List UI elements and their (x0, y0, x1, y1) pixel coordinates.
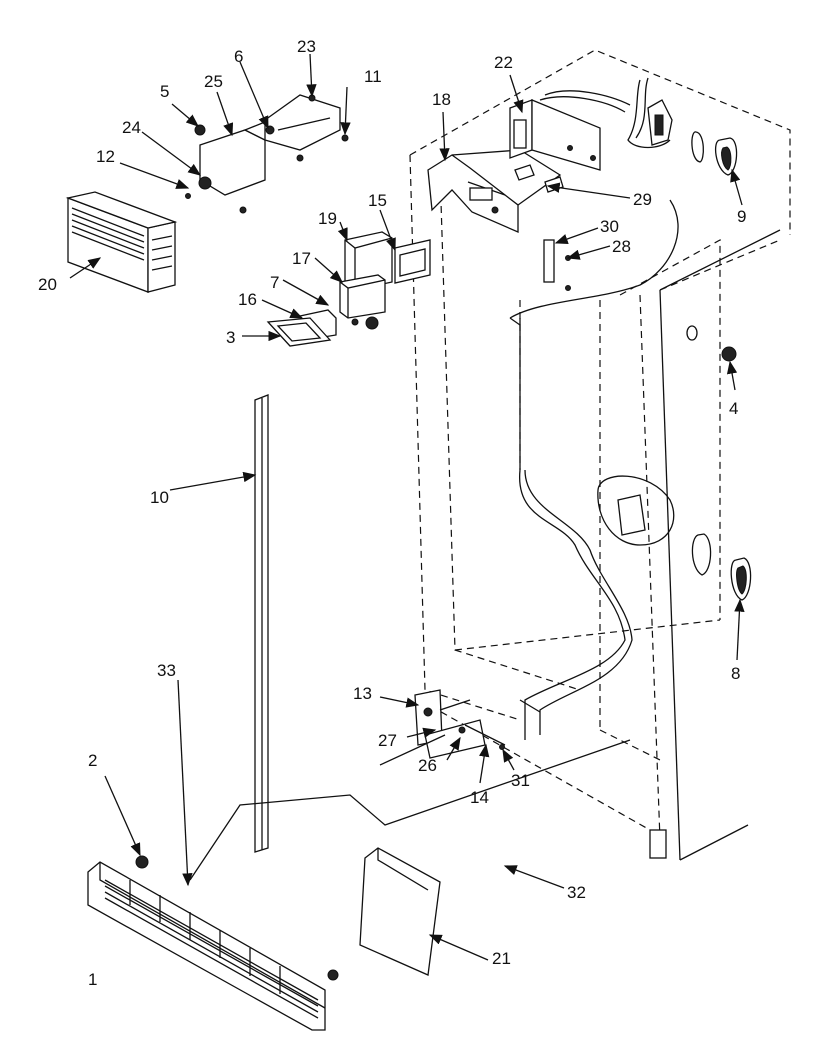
callout-26: 26 (418, 756, 437, 775)
callout-27: 27 (378, 731, 397, 750)
callout-21: 21 (492, 949, 511, 968)
callout-22: 22 (494, 53, 513, 72)
callout-7: 7 (270, 273, 279, 292)
cabinet-side-panel (649, 229, 781, 861)
callout-9: 9 (737, 207, 746, 226)
callout-5: 5 (160, 82, 169, 101)
callout-16: 16 (238, 290, 257, 309)
part-1-toe-kick-grille (87, 855, 339, 1031)
callout-4: 4 (729, 399, 738, 418)
callout-23: 23 (297, 37, 316, 56)
callout-15: 15 (368, 191, 387, 210)
callout-31: 31 (511, 771, 530, 790)
part-21-access-cover (359, 847, 441, 976)
callout-32: 32 (567, 883, 586, 902)
part-20-grille-cover (65, 191, 178, 293)
control-bracket-assembly (185, 94, 349, 214)
callout-17: 17 (292, 249, 311, 268)
callout-20: 20 (38, 275, 57, 294)
callout-3: 3 (226, 328, 235, 347)
fasteners-29-30-28 (514, 164, 571, 291)
callout-24: 24 (122, 118, 141, 137)
callout-19: 19 (318, 209, 337, 228)
base-outline (189, 739, 631, 881)
callout-30: 30 (600, 217, 619, 236)
lamp-and-switch-parts (597, 99, 752, 601)
callout-1: 1 (88, 970, 97, 989)
callout-8: 8 (731, 664, 740, 683)
callout-12: 12 (96, 147, 115, 166)
callout-14: 14 (470, 788, 489, 807)
part-10-vertical-trim-strip (254, 394, 269, 853)
callout-25: 25 (204, 72, 223, 91)
callout-13: 13 (353, 684, 372, 703)
callout-2: 2 (88, 751, 97, 770)
callout-10: 10 (150, 488, 169, 507)
callout-28: 28 (612, 237, 631, 256)
wire-harness (509, 77, 679, 740)
callout-33: 33 (157, 661, 176, 680)
callout-29: 29 (633, 190, 652, 209)
part-22-mounting-bracket (509, 99, 601, 171)
leader-lines (69, 53, 745, 961)
callout-labels: 1 2 3 4 5 6 7 8 9 10 11 12 13 14 15 16 1… (38, 37, 746, 989)
dispenser-module-stack (266, 231, 431, 347)
callout-18: 18 (432, 90, 451, 109)
callout-11: 11 (364, 67, 382, 86)
lower-hinge-bracket-assembly (414, 689, 506, 759)
callout-6: 6 (234, 47, 243, 66)
part-18-dispenser-housing (427, 149, 562, 233)
